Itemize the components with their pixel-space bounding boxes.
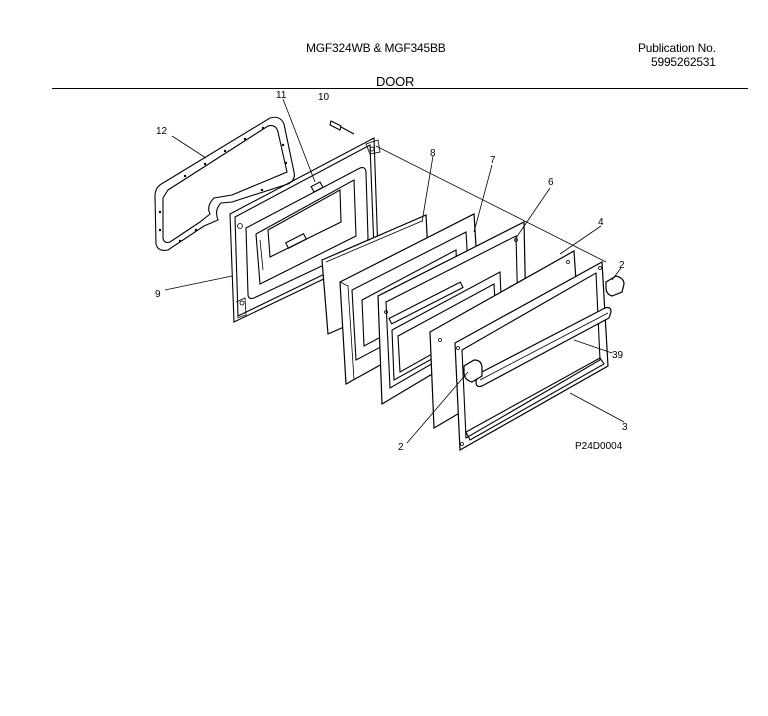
door-gasket-part-12 bbox=[154, 116, 295, 251]
screw-part-10 bbox=[329, 120, 355, 135]
handle-cap-part-2-right bbox=[605, 275, 625, 297]
callout-7: 7 bbox=[490, 155, 496, 166]
callout-3: 3 bbox=[622, 422, 628, 433]
header-divider bbox=[52, 88, 748, 89]
callout-11: 11 bbox=[276, 90, 287, 101]
publication-label: Publication No. bbox=[638, 41, 716, 55]
callout-10: 10 bbox=[318, 92, 330, 103]
publication-number: 5995262531 bbox=[651, 55, 716, 69]
callout-8: 8 bbox=[430, 148, 436, 159]
model-numbers: MGF324WB & MGF345BB bbox=[306, 41, 446, 55]
callout-2-right: 2 bbox=[619, 260, 625, 271]
figure-code: P24D0004 bbox=[575, 441, 623, 452]
callout-12: 12 bbox=[156, 126, 168, 137]
callout-39: 39 bbox=[612, 350, 624, 361]
callout-2-left: 2 bbox=[398, 442, 404, 453]
leader-lines bbox=[164, 98, 625, 444]
exploded-guide-line bbox=[375, 145, 607, 263]
door-handle-part-39 bbox=[475, 306, 612, 388]
callout-4: 4 bbox=[598, 217, 604, 228]
section-title: DOOR bbox=[376, 74, 415, 89]
callout-6: 6 bbox=[548, 177, 554, 188]
callout-9: 9 bbox=[155, 289, 161, 300]
